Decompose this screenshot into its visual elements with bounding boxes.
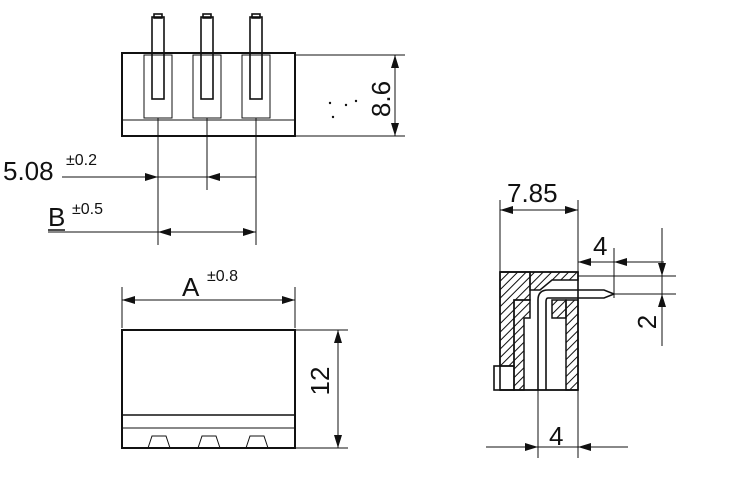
- front-view-feet: [147, 435, 269, 449]
- b-label: B: [48, 202, 65, 232]
- front-height-label: 12: [305, 367, 335, 396]
- a-tolerance: ±0.8: [207, 268, 238, 285]
- stray-marks: [328, 99, 358, 119]
- pin-height-label: 2: [632, 315, 662, 329]
- b-tolerance: ±0.5: [72, 201, 103, 218]
- top-view: 8.6 5.08 ±0.2 B ±0.5: [3, 13, 405, 245]
- bottom-width-label: 4: [549, 421, 563, 451]
- front-view-body: [121, 329, 296, 449]
- front-view: A ±0.8 12: [121, 268, 348, 449]
- pitch-tolerance: ±0.2: [66, 152, 97, 169]
- top-height-label: 8.6: [366, 81, 396, 117]
- a-label: A: [182, 272, 200, 302]
- side-view: 7.85 4 2 4: [486, 178, 676, 458]
- pin-offset-label: 4: [593, 231, 607, 261]
- top-view-body: [121, 52, 296, 137]
- pitch-label: 5.08: [3, 156, 54, 186]
- side-width-label: 7.85: [507, 178, 558, 208]
